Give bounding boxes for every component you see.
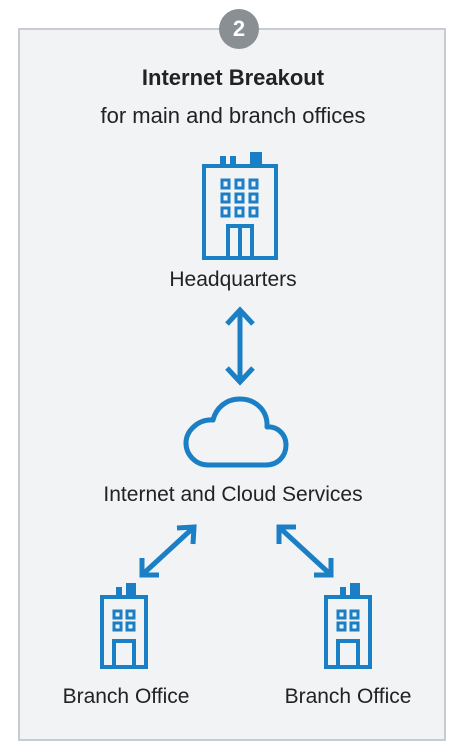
- diagram-subtitle: for main and branch offices: [100, 103, 366, 128]
- branch-office-building-icon: [100, 583, 148, 669]
- headquarters-building-icon: [202, 152, 278, 260]
- cloud-icon: [183, 396, 289, 468]
- branch-office-left-label: Branch Office: [62, 685, 190, 708]
- branch-office-building-icon: [324, 583, 372, 669]
- double-arrow-icon: [276, 524, 334, 578]
- branch-office-right-label: Branch Office: [284, 685, 412, 708]
- diagram-panel: [18, 28, 446, 741]
- step-badge: 2: [219, 9, 259, 49]
- cloud-label: Internet and Cloud Services: [103, 483, 363, 506]
- diagram-title: Internet Breakout: [141, 65, 325, 90]
- double-arrow-icon: [139, 524, 197, 578]
- double-arrow-icon: [225, 306, 255, 386]
- headquarters-label: Headquarters: [169, 268, 297, 291]
